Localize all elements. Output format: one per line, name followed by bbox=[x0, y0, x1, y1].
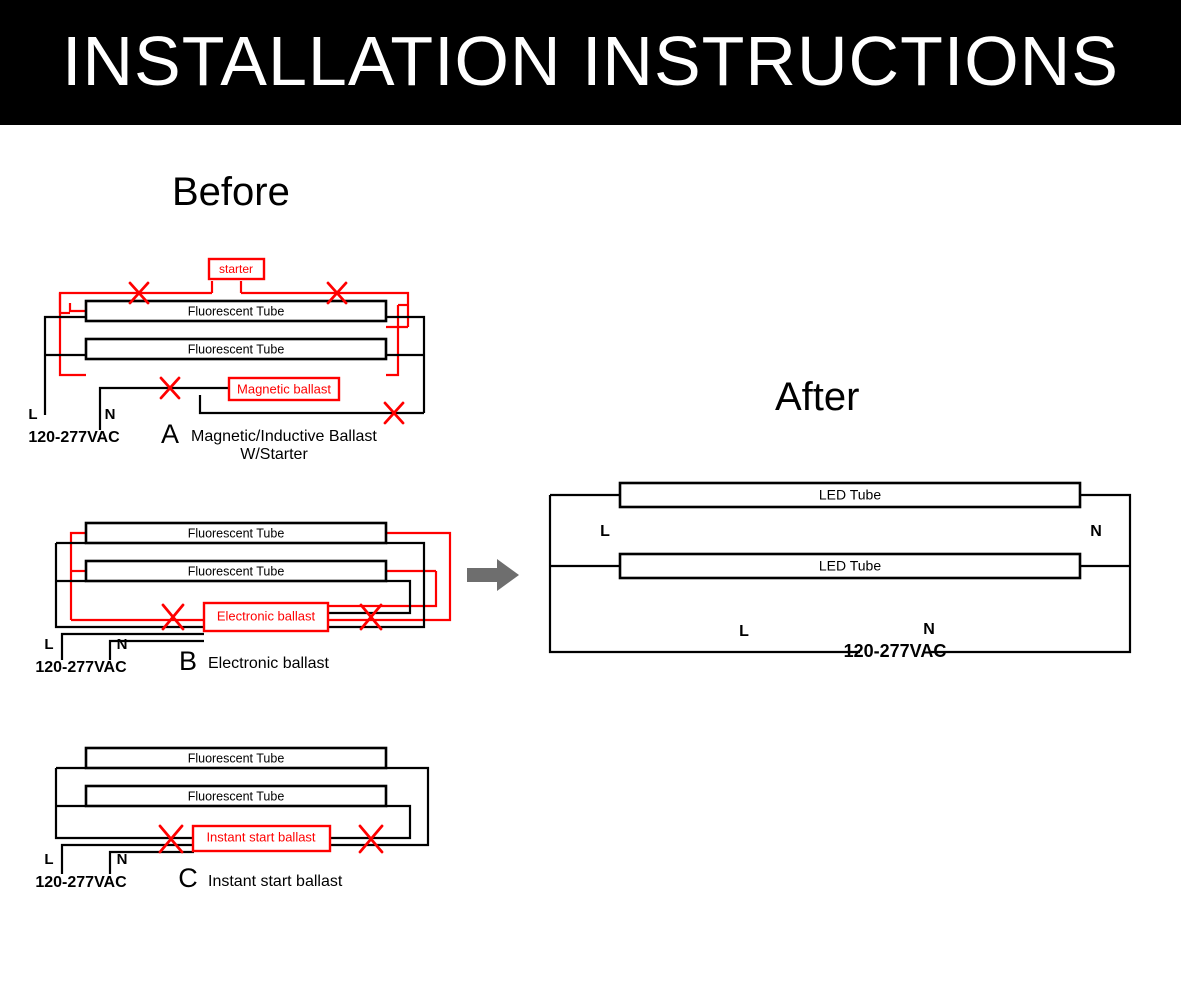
neutral-label-c: N bbox=[117, 851, 128, 868]
remove-mark-b1 bbox=[161, 603, 185, 631]
neutral-label-after-top: N bbox=[1090, 523, 1102, 540]
remove-mark-a3 bbox=[159, 376, 181, 400]
electronic-ballast-component: Electronic ballast bbox=[202, 601, 330, 633]
supply-label-after: 120-277VAC bbox=[844, 641, 947, 661]
tube-label: Fluorescent Tube bbox=[188, 342, 285, 356]
before-heading: Before bbox=[172, 170, 290, 214]
line-label-c: L bbox=[44, 851, 53, 868]
tube-label: Fluorescent Tube bbox=[188, 526, 285, 540]
diagram-key-c: C bbox=[178, 863, 198, 893]
tube-label: Fluorescent Tube bbox=[188, 789, 285, 803]
tube-label: Fluorescent Tube bbox=[188, 751, 285, 765]
diagram-caption-a-line2: W/Starter bbox=[240, 446, 308, 463]
line-label-after-bottom: L bbox=[739, 623, 749, 640]
line-label-after-top: L bbox=[600, 523, 610, 540]
diagram-a-red-wiring bbox=[58, 281, 410, 377]
after-black-wiring bbox=[548, 493, 1132, 654]
supply-label-b: 120-277VAC bbox=[35, 659, 127, 676]
diagram-b-black-wiring bbox=[54, 541, 426, 660]
diagram-c-instant-start-ballast: Fluorescent Tube Fluorescent Tube Instan… bbox=[0, 740, 470, 910]
fluorescent-tube-c1: Fluorescent Tube bbox=[84, 746, 388, 770]
fluorescent-tube-b1: Fluorescent Tube bbox=[84, 521, 388, 545]
title-bar: INSTALLATION INSTRUCTIONS bbox=[0, 0, 1181, 125]
fluorescent-tube-c2: Fluorescent Tube bbox=[84, 784, 388, 808]
neutral-label-after-bottom: N bbox=[923, 621, 935, 638]
diagram-caption-a-line1: Magnetic/Inductive Ballast bbox=[191, 428, 377, 445]
fluorescent-tube-b2: Fluorescent Tube bbox=[84, 559, 388, 583]
diagram-key-a: A bbox=[161, 419, 179, 449]
tube-label: LED Tube bbox=[819, 487, 881, 503]
diagram-b-electronic-ballast: Fluorescent Tube Fluorescent Tube Electr… bbox=[0, 515, 470, 685]
supply-label-a: 120-277VAC bbox=[28, 429, 120, 446]
diagram-after-led-tubes: LED Tube LED Tube L N L N 120-277VAC bbox=[530, 470, 1170, 670]
arrow-right-icon bbox=[467, 559, 519, 591]
fluorescent-tube-a2: Fluorescent Tube bbox=[84, 337, 388, 361]
starter-component: starter bbox=[207, 257, 266, 281]
remove-mark-c2 bbox=[358, 824, 384, 854]
remove-mark-a2 bbox=[326, 281, 348, 305]
led-tube-2: LED Tube bbox=[618, 552, 1082, 580]
line-label-a: L bbox=[28, 406, 37, 423]
supply-label-c: 120-277VAC bbox=[35, 874, 127, 891]
starter-label: starter bbox=[219, 262, 253, 276]
diagram-caption-c: Instant start ballast bbox=[208, 873, 343, 890]
remove-mark-b2 bbox=[359, 603, 383, 631]
diagram-caption-b: Electronic ballast bbox=[208, 655, 330, 672]
page-title: INSTALLATION INSTRUCTIONS bbox=[62, 22, 1119, 100]
remove-mark-a1 bbox=[128, 281, 150, 305]
tube-label: Fluorescent Tube bbox=[188, 304, 285, 318]
instant-start-ballast-label: Instant start ballast bbox=[206, 829, 315, 844]
neutral-label-b: N bbox=[117, 636, 128, 653]
fluorescent-tube-a1: Fluorescent Tube bbox=[84, 299, 388, 323]
tube-label: Fluorescent Tube bbox=[188, 564, 285, 578]
diagram-a-magnetic-ballast: starter Fluorescent Tube Fluorescent Tub… bbox=[0, 245, 470, 475]
before-after-arrow bbox=[455, 550, 535, 600]
remove-mark-a4 bbox=[383, 401, 405, 425]
diagram-c-black-wiring bbox=[54, 766, 430, 874]
line-label-b: L bbox=[44, 636, 53, 653]
diagram-key-b: B bbox=[179, 646, 197, 676]
neutral-label-a: N bbox=[105, 406, 116, 423]
diagram-b-red-wiring bbox=[69, 531, 452, 622]
led-tube-1: LED Tube bbox=[618, 481, 1082, 509]
magnetic-ballast-component: Magnetic ballast bbox=[227, 376, 341, 402]
electronic-ballast-label: Electronic ballast bbox=[217, 608, 316, 623]
remove-mark-c1 bbox=[158, 824, 184, 854]
instant-start-ballast-component: Instant start ballast bbox=[191, 824, 332, 853]
diagram-a-black-wiring bbox=[43, 315, 426, 430]
after-heading: After bbox=[775, 375, 860, 419]
magnetic-ballast-label: Magnetic ballast bbox=[237, 381, 331, 396]
tube-label: LED Tube bbox=[819, 558, 881, 574]
